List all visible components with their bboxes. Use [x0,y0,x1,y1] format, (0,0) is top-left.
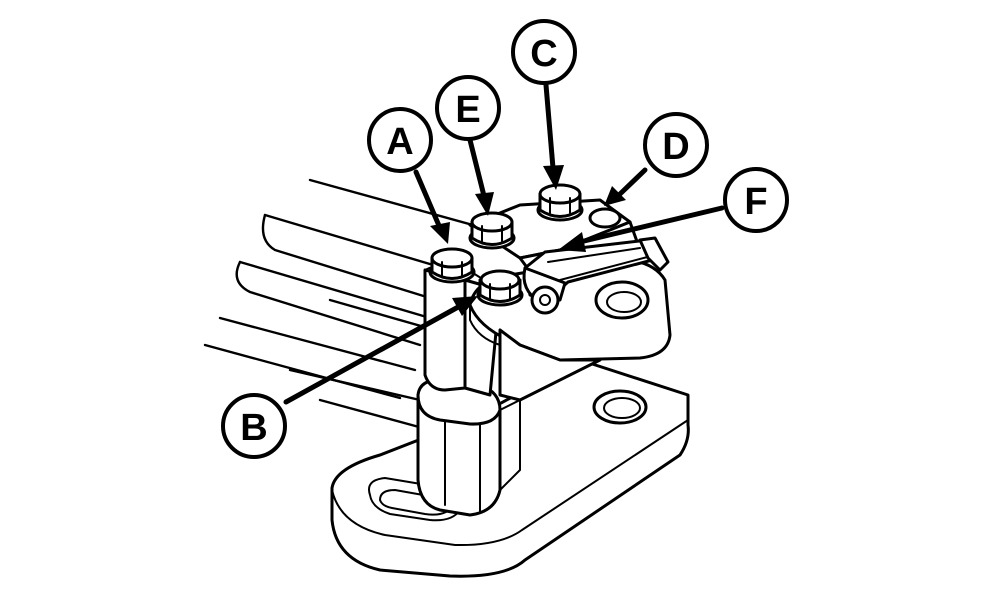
callout-b-label: B [240,407,267,449]
callout-b: B [221,393,287,459]
callout-c: C [511,19,577,85]
leader-lines [283,82,725,405]
bolt-e [468,211,516,250]
callout-d: D [643,112,709,178]
callout-e: E [435,75,501,141]
callout-a: A [367,107,433,173]
bolt-b [476,269,524,307]
callout-d-label: D [662,126,689,168]
frame-rails [203,178,522,432]
callout-f-label: F [744,181,767,223]
callout-e-label: E [455,89,480,131]
bolt-a [428,247,476,284]
bolt-c [536,183,584,222]
cable-clip [522,236,670,315]
callout-a-label: A [386,121,413,163]
callout-c-label: C [530,33,557,75]
callout-f: F [723,167,789,233]
hole-d [588,207,622,229]
